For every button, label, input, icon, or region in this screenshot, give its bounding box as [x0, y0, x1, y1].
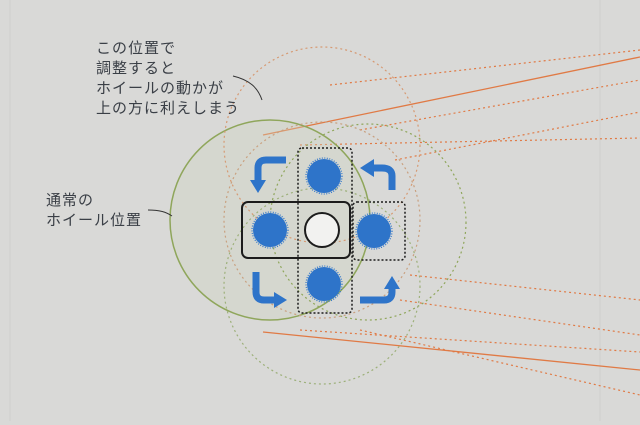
perspective-line-dotted — [399, 299, 640, 336]
annotation-leader-top — [232, 75, 263, 101]
adjusted-circle-right — [269, 123, 467, 321]
turn-up-right-arrow-icon — [360, 276, 400, 304]
arrows — [250, 156, 400, 308]
wheel-edge — [355, 212, 393, 250]
perspective-lines — [262, 56, 640, 371]
normal-wheel-box — [241, 201, 351, 259]
normal-position-note: 通常の ホイール位置 — [46, 191, 143, 229]
perspective-line-dotted — [359, 329, 640, 396]
turn-down-right-arrow-icon — [252, 272, 287, 308]
perspective-line-dotted — [299, 329, 640, 353]
perspective-line-solid — [262, 331, 640, 371]
perspective-line-dotted — [394, 111, 640, 161]
perspective-line-dotted — [359, 79, 640, 131]
perspective-line-dotted — [329, 49, 640, 86]
vertical-wheel-box — [297, 147, 353, 314]
adjust-position-note: この位置で 調整すると ホイールの動かが 上の方に利えしまう — [96, 39, 241, 117]
wheels — [251, 157, 393, 303]
perspective-line-dotted — [409, 274, 640, 301]
blue-wheel-icon — [307, 267, 341, 301]
adjusted-circle-top — [223, 46, 421, 244]
annotation-leader-left — [147, 209, 173, 217]
perspective-line-solid — [262, 56, 640, 136]
perspective-line-dotted — [299, 137, 640, 146]
blue-wheel-icon — [253, 213, 287, 247]
turn-left-arrow-icon — [250, 156, 286, 193]
wheel-edge — [251, 211, 289, 249]
blue-wheel-icon — [357, 214, 391, 248]
wheel-edge — [305, 265, 343, 303]
turn-back-arrow-icon — [360, 159, 396, 190]
adjusted-circle-center — [223, 121, 421, 319]
wheel-edge — [305, 157, 343, 195]
empty-wheel-icon — [304, 212, 340, 248]
blue-wheel-icon — [307, 159, 341, 193]
right-wheel-box — [352, 201, 406, 261]
